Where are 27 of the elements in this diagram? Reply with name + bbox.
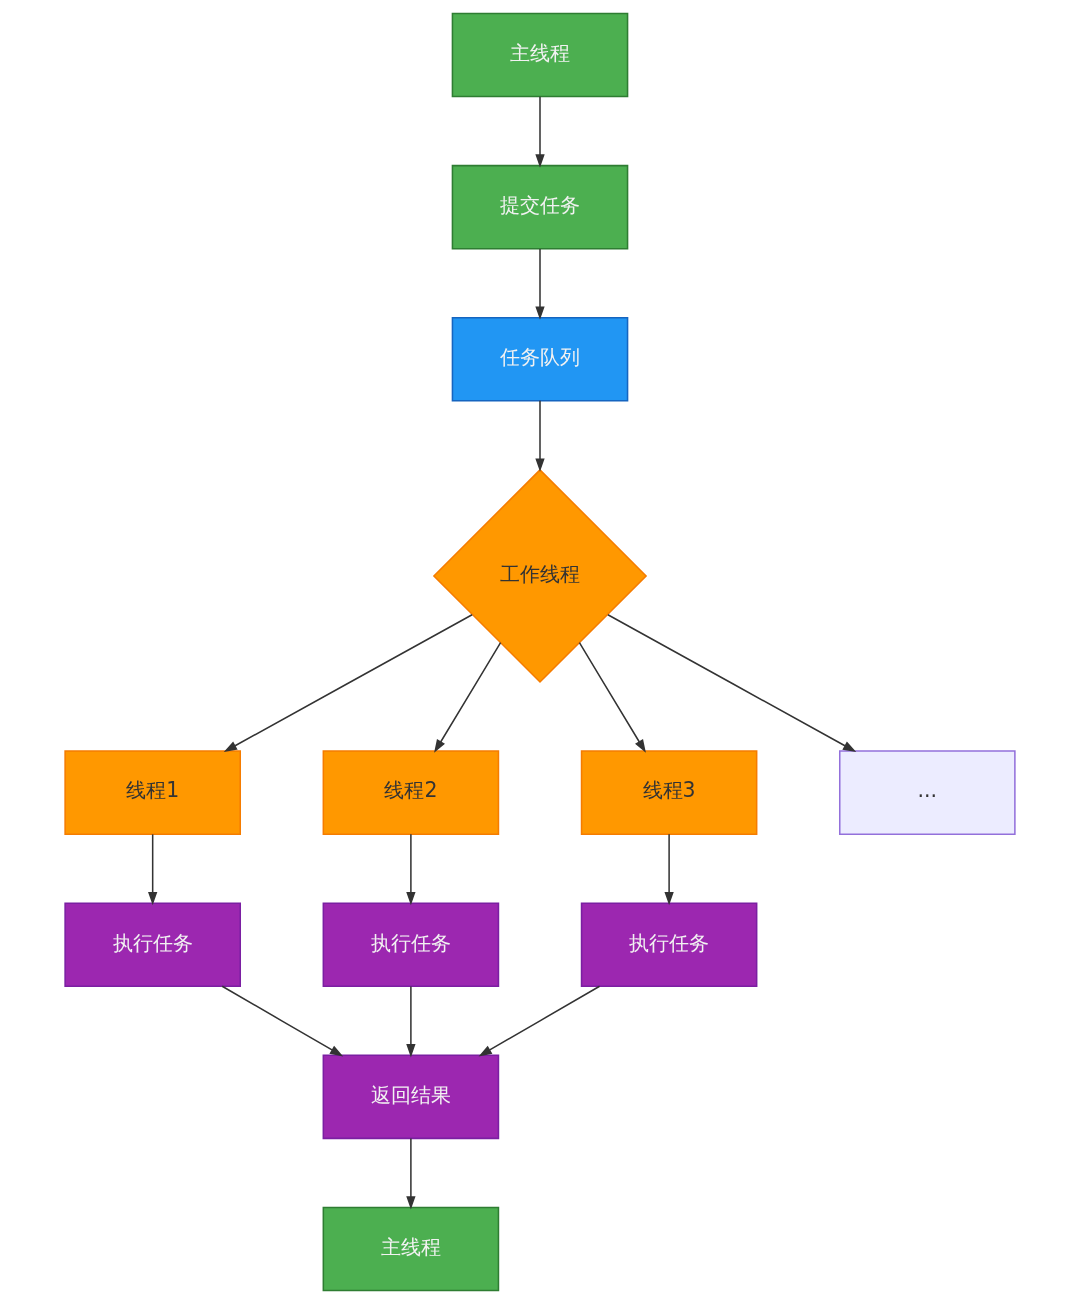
arrow <box>434 641 502 753</box>
arrow <box>406 833 416 906</box>
arrow <box>223 614 473 753</box>
node-diamond: 工作线程 <box>432 468 648 684</box>
node-box: 线程2 <box>322 750 500 835</box>
node-box: 线程1 <box>64 750 241 835</box>
arrow <box>607 614 857 753</box>
node-box: 执行任务 <box>580 902 758 988</box>
arrow <box>535 400 545 472</box>
node-box: 执行任务 <box>64 902 241 988</box>
arrow <box>406 1137 416 1210</box>
arrow <box>578 641 646 753</box>
node-box: 提交任务 <box>451 164 629 250</box>
node-box: 主线程 <box>322 1206 500 1292</box>
arrow <box>535 248 545 320</box>
node-box: ... <box>839 750 1016 835</box>
node-box: 任务队列 <box>451 316 629 402</box>
arrow <box>221 985 344 1057</box>
node-box: 执行任务 <box>322 902 500 988</box>
node-box: 线程3 <box>580 750 758 835</box>
arrow <box>478 985 601 1057</box>
arrow <box>664 833 674 906</box>
node-box: 返回结果 <box>322 1054 500 1140</box>
arrow <box>148 833 158 906</box>
arrow <box>535 96 545 168</box>
node-box: 主线程 <box>451 12 629 98</box>
arrow <box>406 985 416 1058</box>
